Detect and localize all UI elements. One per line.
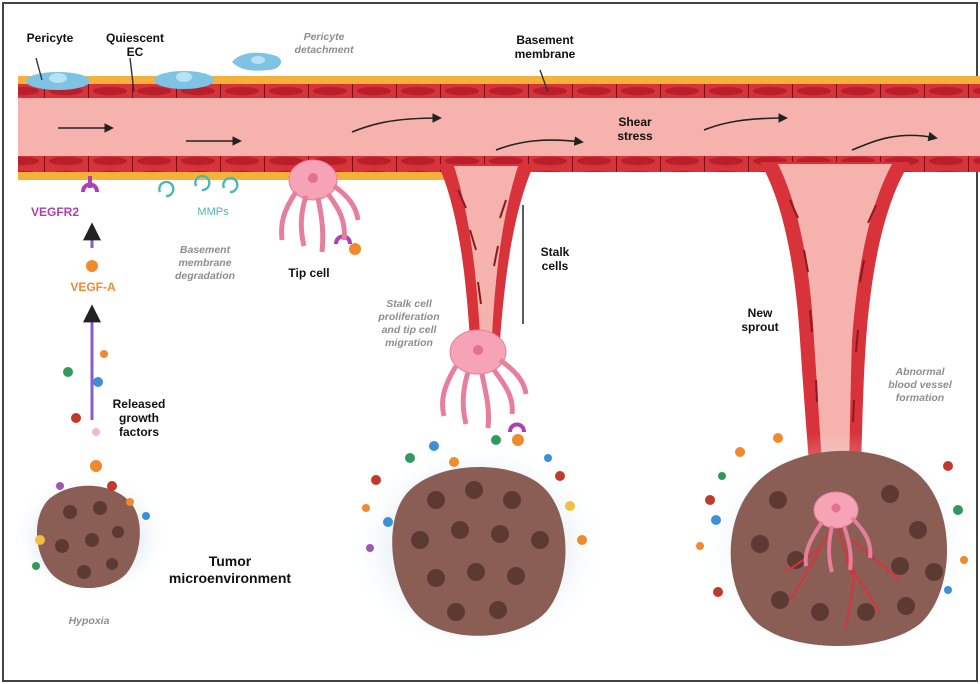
label-released-growth-factors: Released growth factors: [104, 397, 174, 439]
label-pericyte-detachment: Pericyte detachment: [274, 31, 374, 57]
vegf-a-molecule: [86, 260, 98, 272]
label-mmps: MMPs: [188, 205, 238, 219]
label-tip-cell: Tip cell: [276, 266, 342, 280]
label-stalk-cells: Stalk cells: [530, 245, 580, 273]
label-tumor-microenvironment: Tumor microenvironment: [150, 553, 310, 587]
label-stalk-cell-proliferation: Stalk cell proliferation and tip cell mi…: [354, 298, 464, 350]
label-shear-stress: Shear stress: [600, 115, 670, 143]
vessel-lumen: [18, 98, 980, 156]
label-basement-membrane-degradation: Basement membrane degradation: [150, 244, 260, 283]
label-pericyte: Pericyte: [18, 31, 82, 45]
label-new-sprout: New sprout: [730, 306, 790, 334]
label-vegf-a: VEGF-A: [58, 280, 128, 294]
tumor-right: [698, 432, 978, 664]
label-quiescent-ec: Quiescent EC: [100, 31, 170, 59]
tumor-small: [10, 472, 170, 600]
label-vegfr2: VEGFR2: [22, 205, 88, 219]
label-basement-membrane: Basement membrane: [500, 33, 590, 61]
label-hypoxia: Hypoxia: [54, 615, 124, 628]
tumor-middle: [348, 440, 608, 656]
label-abnormal-blood-vessel-formation: Abnormal blood vessel formation: [870, 366, 970, 405]
